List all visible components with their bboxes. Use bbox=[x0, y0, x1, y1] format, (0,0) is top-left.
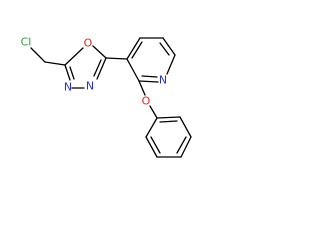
bond-c2py-o bbox=[138, 80, 146, 96]
bond-ph-5-6-inner bbox=[150, 136, 161, 154]
atom-label-oxadiazole-nitrogen-right: N bbox=[86, 80, 94, 93]
bond-n3-c2-double bbox=[69, 66, 75, 80]
bond-py-c3-c4 bbox=[126, 37, 141, 60]
bond-cl-ch2 bbox=[30, 47, 46, 63]
bond-ph-3-4 bbox=[180, 136, 192, 158]
atom-label-oxadiazole-nitrogen-left: N bbox=[64, 81, 72, 94]
bond-c5-n4 bbox=[96, 57, 107, 80]
phenyl-ring bbox=[145, 116, 192, 158]
atom-label-chlorine: Cl bbox=[21, 36, 32, 49]
ether-linkage bbox=[138, 80, 158, 119]
bond-n3-c2 bbox=[64, 64, 71, 81]
bond-ph-1-2 bbox=[156, 116, 181, 119]
atom-label-oxadiazole-oxygen: O bbox=[84, 37, 93, 50]
chloromethyl-group bbox=[30, 47, 66, 66]
atom-label-ether-oxygen: O bbox=[142, 95, 151, 108]
bond-c5-n4-double bbox=[93, 59, 102, 77]
chemical-structure: Cl O N N N O bbox=[21, 36, 192, 158]
bond-py-c6-n1 bbox=[166, 54, 176, 75]
pyridine-ring bbox=[126, 37, 176, 83]
bond-py-n1-c2 bbox=[138, 80, 159, 83]
bond-py-c5-c6-inner bbox=[159, 42, 170, 56]
bond-ph-5-6 bbox=[145, 136, 158, 158]
bond-ph-1-2-inner bbox=[159, 120, 178, 123]
bond-ph-3-4-inner bbox=[176, 136, 187, 154]
bond-c5-c3py bbox=[105, 57, 128, 60]
bond-ph-2-3 bbox=[179, 116, 192, 138]
atom-labels: Cl O N N N O bbox=[21, 36, 167, 108]
bond-py-c3-c4-inner bbox=[131, 41, 143, 59]
bond-o-cph bbox=[149, 105, 158, 119]
bond-py-c5-c6 bbox=[162, 37, 176, 56]
bond-py-n1-c2-inner bbox=[141, 75, 158, 78]
atom-label-pyridine-nitrogen: N bbox=[159, 74, 167, 87]
bond-py-c2-c3 bbox=[126, 58, 140, 82]
bond-c2-o1 bbox=[64, 47, 84, 66]
bond-ch2-c2 bbox=[44, 61, 66, 66]
bond-o1-c5 bbox=[92, 45, 107, 59]
bond-ph-6-1 bbox=[145, 117, 158, 138]
oxadiazole-ring bbox=[64, 45, 107, 89]
